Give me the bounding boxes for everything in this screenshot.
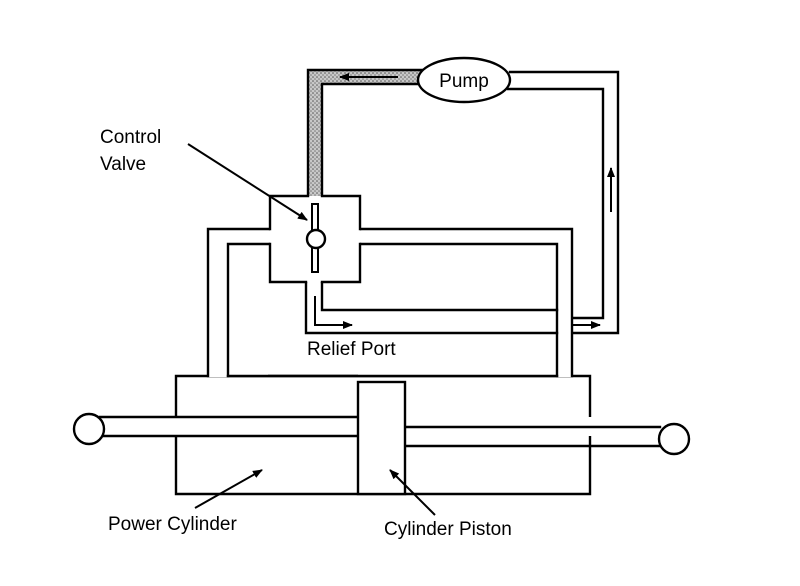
cylinder-piston-label: Cylinder Piston [384, 469, 512, 540]
relief-port-label: Relief Port [307, 339, 396, 360]
rod-end-left [72, 412, 106, 446]
pump: Pump [416, 56, 512, 104]
pressure-line [306, 68, 424, 198]
pump-label: Pump [439, 71, 489, 92]
rod-end-right [657, 422, 691, 456]
svg-text:Control: Control [100, 127, 161, 148]
power-cylinder-label: Power Cylinder [108, 469, 263, 535]
control-valve [268, 194, 362, 284]
valve-ball [305, 228, 327, 250]
control-valve-label: Control Valve [100, 127, 308, 221]
svg-text:Cylinder Piston: Cylinder Piston [384, 519, 512, 540]
svg-text:Valve: Valve [100, 154, 146, 175]
fluid-lines [206, 227, 574, 378]
relief-port-passage [304, 280, 559, 335]
svg-text:Power Cylinder: Power Cylinder [108, 514, 237, 535]
